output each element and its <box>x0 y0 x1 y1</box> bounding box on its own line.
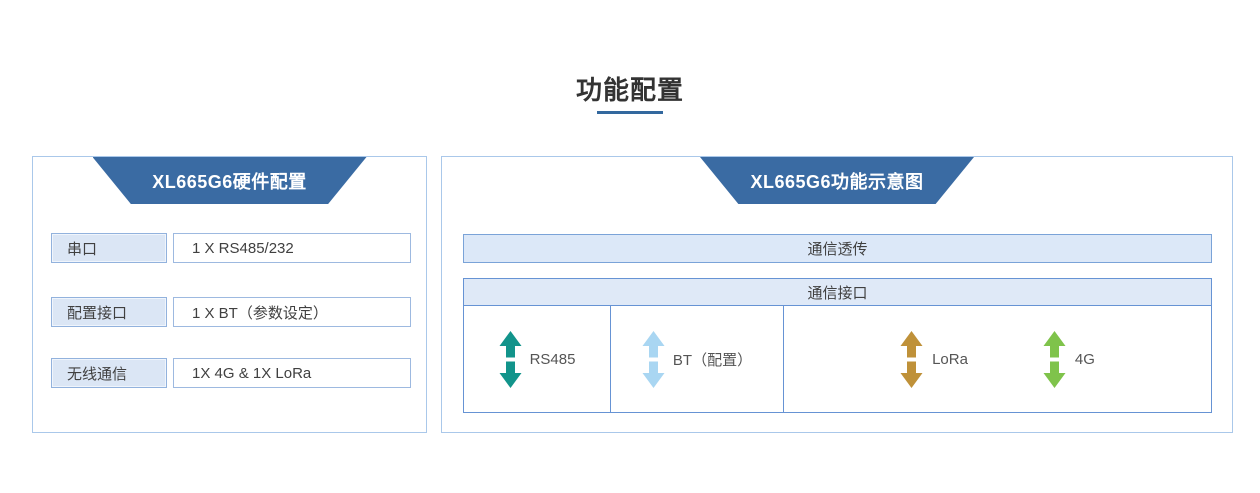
hardware-row-value: 1 X BT（参数设定） <box>173 297 411 327</box>
hardware-row-config-interface: 配置接口 1 X BT（参数设定） <box>33 297 426 327</box>
interface-table: 通信接口 RS485 BT（配置） <box>463 278 1212 413</box>
double-vertical-arrow-icon <box>499 330 522 388</box>
function-diagram-panel: XL665G6功能示意图 通信透传 通信接口 RS485 <box>441 156 1233 433</box>
page-title: 功能配置 <box>575 75 684 105</box>
passthrough-bar-label: 通信透传 <box>807 241 868 258</box>
hardware-row-value: 1X 4G & 1X LoRa <box>173 358 411 388</box>
hardware-config-panel: XL665G6硬件配置 串口 1 X RS485/232 配置接口 1 X BT… <box>32 156 427 433</box>
interface-label: RS485 <box>529 350 576 368</box>
interface-label: BT（配置） <box>672 351 753 369</box>
interface-cell-bt: BT（配置） <box>611 306 784 412</box>
interface-cell-wireless: LoRa 4G <box>784 306 1211 412</box>
interface-label: LoRa <box>932 350 968 368</box>
double-vertical-arrow-icon <box>900 330 923 388</box>
function-diagram-panel-title: XL665G6功能示意图 <box>700 157 974 204</box>
interface-group-4g: 4G <box>1043 330 1095 388</box>
hardware-row-wireless: 无线通信 1X 4G & 1X LoRa <box>33 358 426 388</box>
double-vertical-arrow-icon <box>642 330 665 388</box>
hardware-row-label: 串口 <box>51 233 167 263</box>
hardware-row-serial: 串口 1 X RS485/232 <box>33 233 426 263</box>
hardware-row-value: 1 X RS485/232 <box>173 233 411 263</box>
title-underline <box>597 111 663 114</box>
hardware-row-label: 配置接口 <box>51 297 167 327</box>
interface-cell-rs485: RS485 <box>464 306 611 412</box>
interface-group-lora: LoRa <box>900 330 968 388</box>
double-vertical-arrow-icon <box>1043 330 1066 388</box>
interface-label: 4G <box>1074 350 1095 368</box>
passthrough-bar: 通信透传 <box>463 234 1212 263</box>
interface-table-header: 通信接口 <box>464 279 1211 306</box>
hardware-config-panel-title: XL665G6硬件配置 <box>92 157 367 204</box>
interface-table-body: RS485 BT（配置） LoRa <box>464 306 1211 412</box>
hardware-row-label: 无线通信 <box>51 358 167 388</box>
